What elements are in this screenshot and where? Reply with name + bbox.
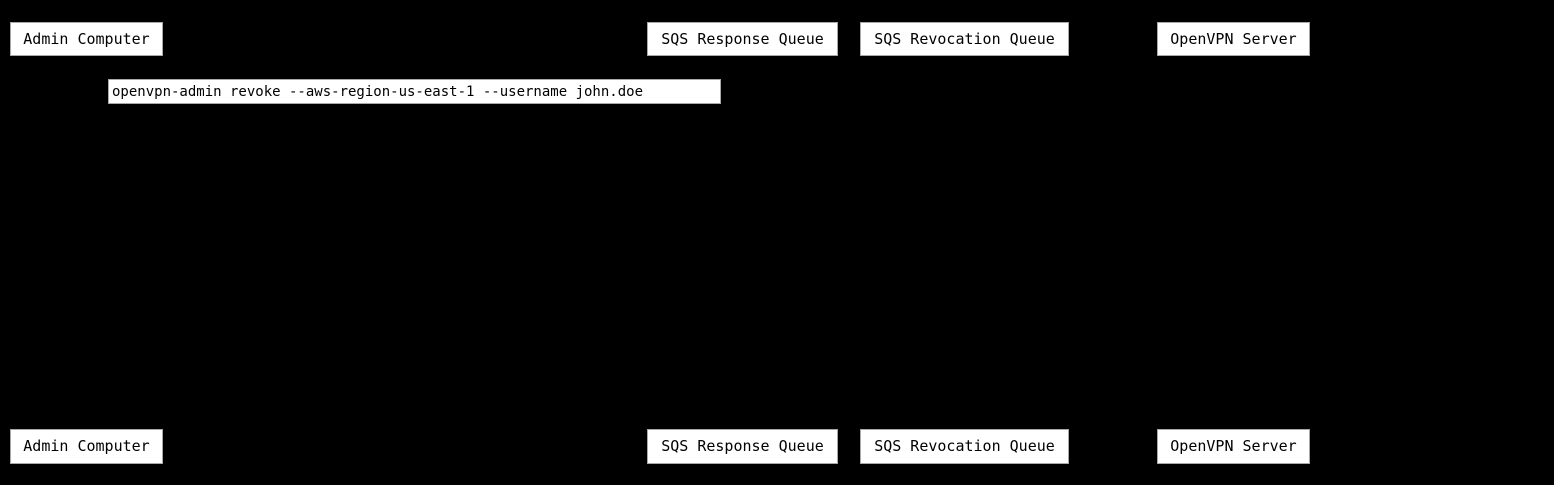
participant-openvpn-server-top[interactable]: OpenVPN Server: [1157, 22, 1310, 56]
message-arrow-head: [86, 96, 94, 104]
participant-label: SQS Revocation Queue: [874, 29, 1055, 48]
participant-label: OpenVPN Server: [1170, 29, 1297, 48]
participant-sqs-revocation-queue-bottom[interactable]: SQS Revocation Queue: [860, 429, 1069, 464]
participant-label: Admin Computer: [23, 437, 150, 455]
lifeline-admin-computer: [86, 56, 87, 429]
participant-label: SQS Revocation Queue: [874, 437, 1055, 455]
message-arrow-line: [86, 79, 108, 80]
participant-admin-computer-top[interactable]: Admin Computer: [10, 22, 163, 56]
participant-sqs-revocation-queue-top[interactable]: SQS Revocation Queue: [860, 22, 1069, 56]
message-text: openvpn-admin revoke --aws-region-us-eas…: [112, 83, 644, 100]
participant-label: Admin Computer: [23, 29, 150, 48]
lifeline-openvpn-server: [1233, 56, 1234, 429]
participant-sqs-response-queue-bottom[interactable]: SQS Response Queue: [647, 429, 838, 464]
participant-sqs-response-queue-top[interactable]: SQS Response Queue: [647, 22, 838, 56]
participant-openvpn-server-bottom[interactable]: OpenVPN Server: [1157, 429, 1310, 464]
participant-label: OpenVPN Server: [1170, 437, 1297, 455]
lifeline-sqs-revocation-queue: [964, 56, 965, 429]
participant-label: SQS Response Queue: [661, 437, 824, 455]
message-label-revoke-command: openvpn-admin revoke --aws-region-us-eas…: [108, 79, 721, 104]
lifeline-sqs-response-queue: [742, 56, 743, 429]
participant-label: SQS Response Queue: [661, 29, 824, 48]
participant-admin-computer-bottom[interactable]: Admin Computer: [10, 429, 163, 464]
